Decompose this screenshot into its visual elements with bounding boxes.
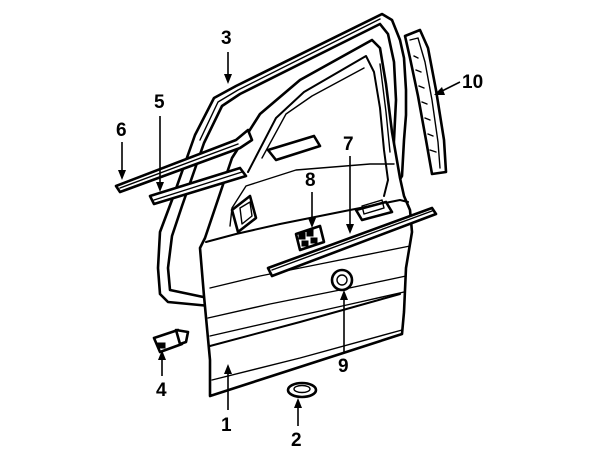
callout-10: 10 bbox=[462, 72, 483, 93]
callout-6: 6 bbox=[116, 120, 127, 141]
belt-weatherstrip-part-5 bbox=[148, 166, 248, 206]
callout-labels: 1 2 3 4 5 6 7 8 9 10 bbox=[116, 28, 483, 451]
callout-2: 2 bbox=[291, 430, 302, 451]
emblem-part-2 bbox=[286, 381, 318, 399]
door-shell-part-1 bbox=[198, 38, 414, 398]
outer-strip-part-6 bbox=[114, 128, 254, 194]
callout-4: 4 bbox=[156, 380, 167, 401]
callout-3: 3 bbox=[221, 28, 232, 49]
belt-molding-part-7 bbox=[266, 206, 438, 278]
clip-part-4 bbox=[152, 328, 190, 354]
lock-cylinder-part-9 bbox=[330, 268, 354, 292]
callout-7: 7 bbox=[343, 134, 354, 155]
rear-channel-part-10 bbox=[403, 28, 448, 176]
callout-1: 1 bbox=[221, 415, 232, 436]
switch-part-8 bbox=[294, 224, 326, 252]
leader-lines bbox=[118, 52, 461, 426]
door-weatherstrip-part-3 bbox=[156, 12, 408, 308]
callout-5: 5 bbox=[154, 92, 165, 113]
callout-9: 9 bbox=[338, 356, 349, 377]
callout-8: 8 bbox=[305, 170, 316, 191]
